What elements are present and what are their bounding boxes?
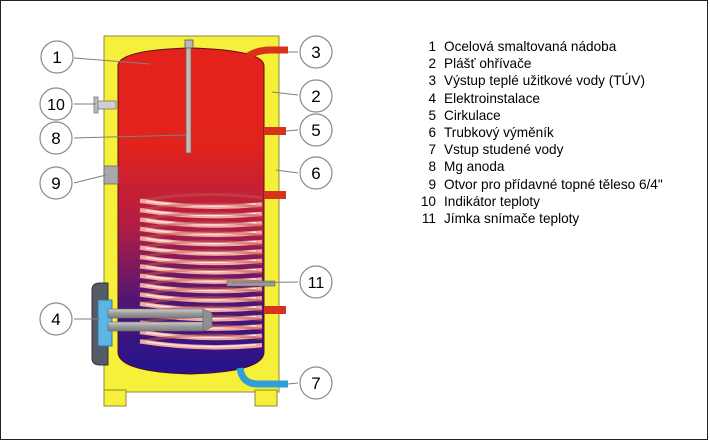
callout-9-label: 9 bbox=[51, 174, 60, 193]
legend-item: 1 Ocelová smaltovaná nádoba bbox=[412, 38, 663, 55]
legend-item: 9 Otvor pro přídavné topné těleso 6/4" bbox=[412, 176, 663, 193]
legend-text: Trubkový výměník bbox=[444, 125, 554, 141]
legend-number: 3 bbox=[428, 73, 436, 89]
legend-number: 9 bbox=[428, 176, 436, 192]
callout-9: 9 bbox=[39, 166, 73, 200]
legend-number: 11 bbox=[421, 211, 436, 227]
callout-1-label: 1 bbox=[52, 48, 61, 67]
legend-text: Vstup studené vody bbox=[444, 142, 564, 158]
legend-text: Indikátor teploty bbox=[444, 193, 540, 209]
legend-item: 4 Elektroinstalace bbox=[412, 90, 663, 107]
legend-number: 7 bbox=[428, 142, 436, 158]
coil-turn-back bbox=[139, 333, 263, 343]
callout-2: 2 bbox=[299, 79, 333, 113]
coil-turn-back bbox=[139, 249, 263, 259]
callout-11-label: 11 bbox=[308, 275, 325, 292]
leader-line-8 bbox=[73, 134, 187, 139]
leader-line-6 bbox=[275, 169, 299, 174]
leader-lines bbox=[73, 51, 299, 385]
callout-8-label: 8 bbox=[51, 129, 60, 148]
legend-text: Cirkulace bbox=[444, 107, 501, 123]
callout-6-label: 6 bbox=[311, 164, 320, 183]
leader-line-7 bbox=[287, 382, 299, 385]
coil-turn-back bbox=[139, 211, 263, 221]
legend-item: 11 Jímka snímače teploty bbox=[412, 210, 663, 227]
callout-6: 6 bbox=[299, 156, 333, 190]
legend-item: 3 Výstup teplé užitkové vody (TÚV) bbox=[412, 72, 663, 89]
legend-item: 7 Vstup studené vody bbox=[412, 141, 663, 158]
coil-turn-back bbox=[139, 193, 263, 203]
legend-number: 5 bbox=[428, 107, 436, 123]
callout-7-label: 7 bbox=[311, 374, 320, 393]
legend-text: Ocelová smaltovaná nádoba bbox=[444, 39, 617, 54]
legend-text: Otvor pro přídavné topné těleso 6/4" bbox=[444, 176, 663, 192]
coil-turn-back bbox=[139, 221, 263, 231]
coil-turn-back bbox=[139, 239, 263, 250]
coil-turn-back bbox=[139, 230, 263, 240]
legend-number: 1 bbox=[428, 39, 436, 54]
leader-line-5 bbox=[285, 129, 299, 132]
callout-4-label: 4 bbox=[51, 310, 60, 329]
callout-5-label: 5 bbox=[311, 121, 320, 140]
cold-water-inlet-pipe bbox=[236, 367, 288, 388]
hot-water-outlet-pipe bbox=[246, 46, 288, 60]
callout-5: 5 bbox=[299, 113, 333, 147]
leader-line-1 bbox=[73, 57, 151, 65]
callout-11: 11 bbox=[299, 265, 333, 299]
legend-number: 4 bbox=[428, 90, 436, 106]
leader-line-11 bbox=[231, 281, 299, 284]
legend: 1 Ocelová smaltovaná nádoba 2 Plášť ohříva… bbox=[412, 38, 663, 227]
legend-item: 2 Plášť ohřívače bbox=[412, 55, 663, 72]
callout-10: 10 bbox=[39, 87, 73, 121]
legend-text: Výstup teplé užitkové vody (TÚV) bbox=[444, 73, 645, 89]
leader-line-9 bbox=[73, 174, 107, 184]
legend-text: Mg anoda bbox=[444, 159, 505, 175]
legend-number: 10 bbox=[420, 193, 436, 209]
legend-number: 6 bbox=[428, 125, 436, 141]
coil-turn-back bbox=[139, 258, 263, 268]
electric-heating-element bbox=[97, 299, 213, 347]
legend-item: 10 Indikátor teploty bbox=[412, 193, 663, 210]
legend-item: 8 Mg anoda bbox=[412, 158, 663, 175]
legend-number: 2 bbox=[428, 56, 436, 72]
legend-item: 5 Cirkulace bbox=[412, 107, 663, 124]
legend-number: 8 bbox=[428, 159, 436, 175]
coil-turn-back bbox=[139, 286, 263, 296]
temperature-indicator bbox=[93, 96, 117, 114]
auxiliary-heater-opening bbox=[103, 165, 119, 185]
legend-text: Jímka snímače teploty bbox=[444, 211, 580, 227]
temperature-sensor-well bbox=[226, 280, 276, 287]
callout-7: 7 bbox=[299, 366, 333, 400]
circulation-pipe bbox=[264, 127, 286, 135]
coil-turn-highlight bbox=[145, 341, 257, 348]
coil-turn-back bbox=[139, 296, 263, 306]
callout-1: 1 bbox=[40, 40, 74, 74]
callout-2-label: 2 bbox=[311, 87, 320, 106]
heat-exchanger-connections bbox=[264, 191, 286, 314]
mg-anode bbox=[184, 39, 194, 154]
legend-text: Elektroinstalace bbox=[444, 90, 540, 106]
callout-3: 3 bbox=[299, 35, 333, 69]
leader-line-2 bbox=[271, 91, 299, 96]
callout-4: 4 bbox=[39, 302, 73, 336]
legend-text: Plášť ohřívače bbox=[444, 56, 532, 72]
legend-item: 6 Trubkový výměník bbox=[412, 124, 663, 141]
coil-turn-back bbox=[139, 268, 263, 278]
callout-3-label: 3 bbox=[311, 43, 320, 62]
callout-10-label: 10 bbox=[47, 97, 65, 114]
callout-8: 8 bbox=[39, 121, 73, 155]
coil-turn-back bbox=[139, 202, 263, 212]
